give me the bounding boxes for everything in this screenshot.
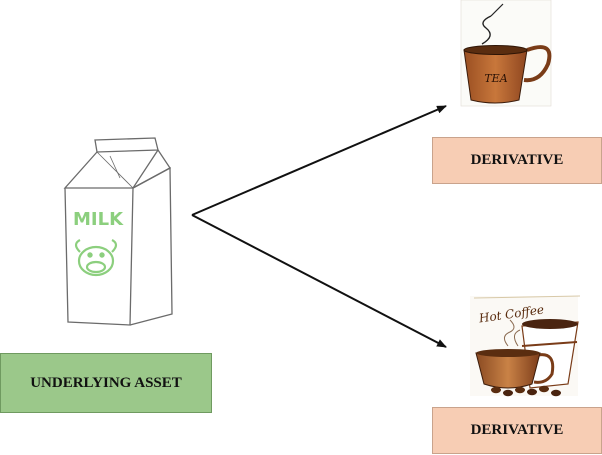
milk-carton-icon	[63, 137, 173, 326]
carton-label: MILK	[73, 209, 124, 230]
arrow-to-coffee	[191, 214, 447, 348]
derivative-label-coffee: DERIVATIVE	[432, 407, 602, 454]
derivative-label-tea: DERIVATIVE	[432, 137, 602, 184]
tea-cup-icon	[460, 0, 552, 107]
arrow-to-tea	[191, 105, 447, 216]
underlying-asset-label: UNDERLYING ASSET	[0, 353, 212, 413]
tea-cup-label: TEA	[484, 72, 507, 85]
hot-coffee-icon	[470, 295, 581, 397]
cow-face-icon	[74, 239, 118, 277]
